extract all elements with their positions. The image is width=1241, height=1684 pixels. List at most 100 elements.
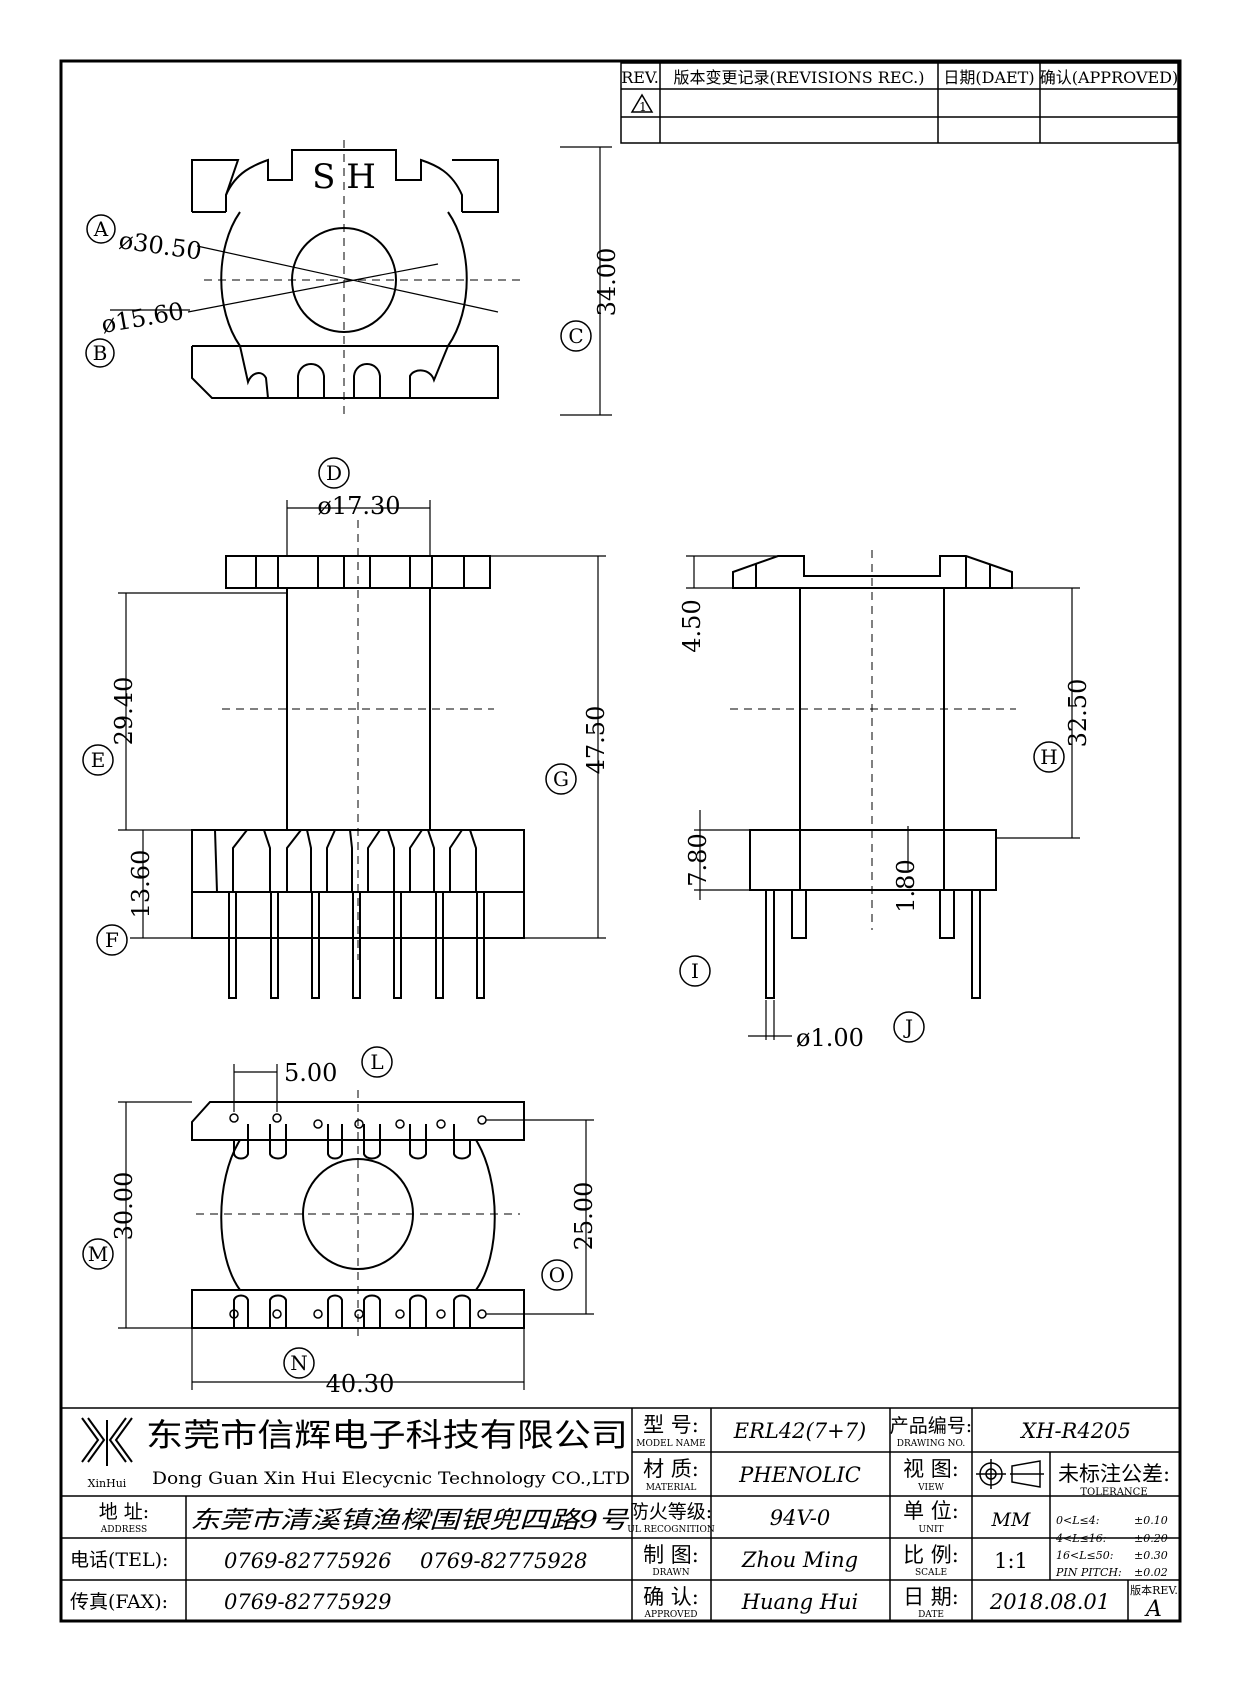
scale-label-cn: 比 例: (903, 1543, 959, 1567)
date-value: 2018.08.01 (989, 1590, 1110, 1614)
dim-b-text: ø15.60 (99, 297, 186, 339)
drawn-label-cn: 制 图: (643, 1543, 699, 1567)
tolerance-range-2: 4<L≤16: (1055, 1532, 1106, 1545)
approved-value: Huang Hui (741, 1590, 859, 1614)
scale-label-en: SCALE (915, 1568, 947, 1578)
title-block-grid (61, 1407, 1180, 1621)
company-name-cn: 东莞市信辉电子科技有限公司 (146, 1416, 628, 1454)
approved-label-cn: 确 认: (643, 1585, 699, 1609)
dim-d-text: ø17.30 (317, 492, 400, 520)
drawing-border (59, 59, 1182, 1623)
date-header: 日期(DAET) (943, 68, 1034, 87)
revision-row1-number: 1 (639, 100, 647, 114)
drawn-label-en: DRAWN (652, 1568, 689, 1578)
callout-h: H (1033, 741, 1065, 773)
callout-a: A (86, 214, 116, 244)
tolerance-value-4: ±0.02 (1134, 1566, 1168, 1579)
callout-n: N (283, 1347, 315, 1379)
side-view-dimension-lines (686, 555, 1080, 1040)
company-logo-icon (81, 1417, 133, 1466)
callout-i: I (679, 955, 711, 987)
callout-c: C (560, 320, 592, 352)
bottom-view-dimension-lines (118, 1064, 594, 1390)
dim-h-text: 32.50 (1064, 679, 1092, 748)
tolerance-range-3: 16<L≤50: (1056, 1549, 1113, 1562)
rev-value: A (1144, 1597, 1162, 1622)
callout-d-letter: D (326, 461, 342, 485)
callout-e: E (82, 744, 114, 776)
dim-a-text: ø30.50 (117, 226, 203, 265)
callout-a-letter: A (93, 217, 109, 241)
callout-g: G (545, 763, 577, 795)
dim-o-text: 25.00 (570, 1182, 598, 1251)
dim-side-top-text: 4.50 (678, 599, 706, 652)
dim-j-text: ø1.00 (796, 1024, 864, 1052)
callout-g-letter: G (553, 767, 569, 791)
callout-n-letter: N (290, 1351, 308, 1375)
model-label-cn: 型 号: (643, 1413, 699, 1437)
scale-value: 1:1 (994, 1549, 1028, 1573)
approved-label-en: APPROVED (644, 1610, 698, 1620)
tolerance-range-4: PIN PITCH: (1055, 1566, 1122, 1579)
view-label-en: VIEW (917, 1483, 945, 1493)
fax-label: 传真(FAX): (70, 1591, 168, 1613)
dim-g-text: 47.50 (582, 706, 610, 775)
record-header: 版本变更记录(REVISIONS REC.) (673, 68, 924, 87)
tolerance-value-1: ±0.10 (1134, 1514, 1168, 1527)
side-view-centerlines (730, 550, 1016, 930)
model-label-en: MODEL NAME (636, 1439, 705, 1449)
unit-label-cn: 单 位: (903, 1499, 959, 1523)
company-name-en: Dong Guan Xin Hui Elecycnic Technology C… (152, 1469, 630, 1489)
dim-e-text: 29.40 (110, 677, 138, 746)
date-label-en: DATE (918, 1610, 944, 1620)
tolerance-value-2: ±0.20 (1134, 1532, 1168, 1545)
dim-f-text: 13.60 (127, 850, 155, 919)
drawn-value: Zhou Ming (741, 1548, 858, 1572)
callout-b-letter: B (93, 341, 108, 365)
dim-m-text: 30.00 (110, 1172, 138, 1241)
callout-o: O (541, 1259, 573, 1291)
top-view-centerlines (204, 140, 526, 420)
address-label-cn: 地 址: (99, 1501, 149, 1523)
dim-n-text: 40.30 (326, 1370, 395, 1398)
dim-c-text: 34.00 (593, 248, 621, 317)
bottom-view-centerlines (196, 1090, 520, 1340)
flame-label-en: UL RECOGNITION (627, 1525, 715, 1535)
bottom-view-pin-holes (229, 1113, 487, 1319)
rev-label: 版本REV. (1130, 1583, 1178, 1597)
address-label-en: ADDRESS (100, 1525, 147, 1535)
callout-c-letter: C (568, 324, 583, 348)
address-value: 东莞市清溪镇渔樑围银兜四路9号 (190, 1506, 630, 1534)
approved-header: 确认(APPROVED) (1040, 68, 1179, 87)
material-label-en: MATERIAL (646, 1483, 697, 1493)
date-label-cn: 日 期: (903, 1585, 959, 1609)
tel-value-2: 0769-82775928 (420, 1549, 587, 1573)
tel-value-1: 0769-82775926 (224, 1549, 391, 1573)
fax-value: 0769-82775929 (224, 1590, 391, 1614)
flame-label-cn: 防火等级: (630, 1501, 712, 1523)
model-value: ERL42(7+7) (733, 1419, 867, 1443)
tolerance-value-3: ±0.30 (1134, 1549, 1168, 1562)
flame-value: 94V-0 (770, 1506, 830, 1530)
callout-l-letter: L (370, 1050, 383, 1074)
callout-f-letter: F (105, 928, 119, 952)
tolerance-range-1: 0<L≤4: (1056, 1514, 1099, 1527)
callout-d: D (318, 457, 350, 489)
callout-o-letter: O (549, 1263, 565, 1287)
dim-l-text: 5.00 (284, 1059, 337, 1087)
callout-l: L (361, 1046, 393, 1078)
unit-label-en: UNIT (918, 1525, 943, 1535)
revision-table (620, 62, 1179, 144)
dim-step-text: 1.80 (892, 859, 920, 912)
revision-triangle-icon: 1 (630, 93, 654, 114)
tolerance-table: 0<L≤4: ±0.10 4<L≤16: ±0.20 16<L≤50: ±0.3… (1055, 1514, 1168, 1579)
drawing-no-label-en: DRAWING NO. (897, 1439, 966, 1449)
material-label-cn: 材 质: (643, 1457, 699, 1481)
front-view-dimension-lines (118, 500, 606, 939)
unit-value: MM (991, 1509, 1031, 1531)
top-view-leaders (110, 146, 612, 416)
callout-e-letter: E (91, 748, 106, 772)
callout-j-letter: J (903, 1015, 913, 1039)
material-value: PHENOLIC (738, 1463, 861, 1487)
